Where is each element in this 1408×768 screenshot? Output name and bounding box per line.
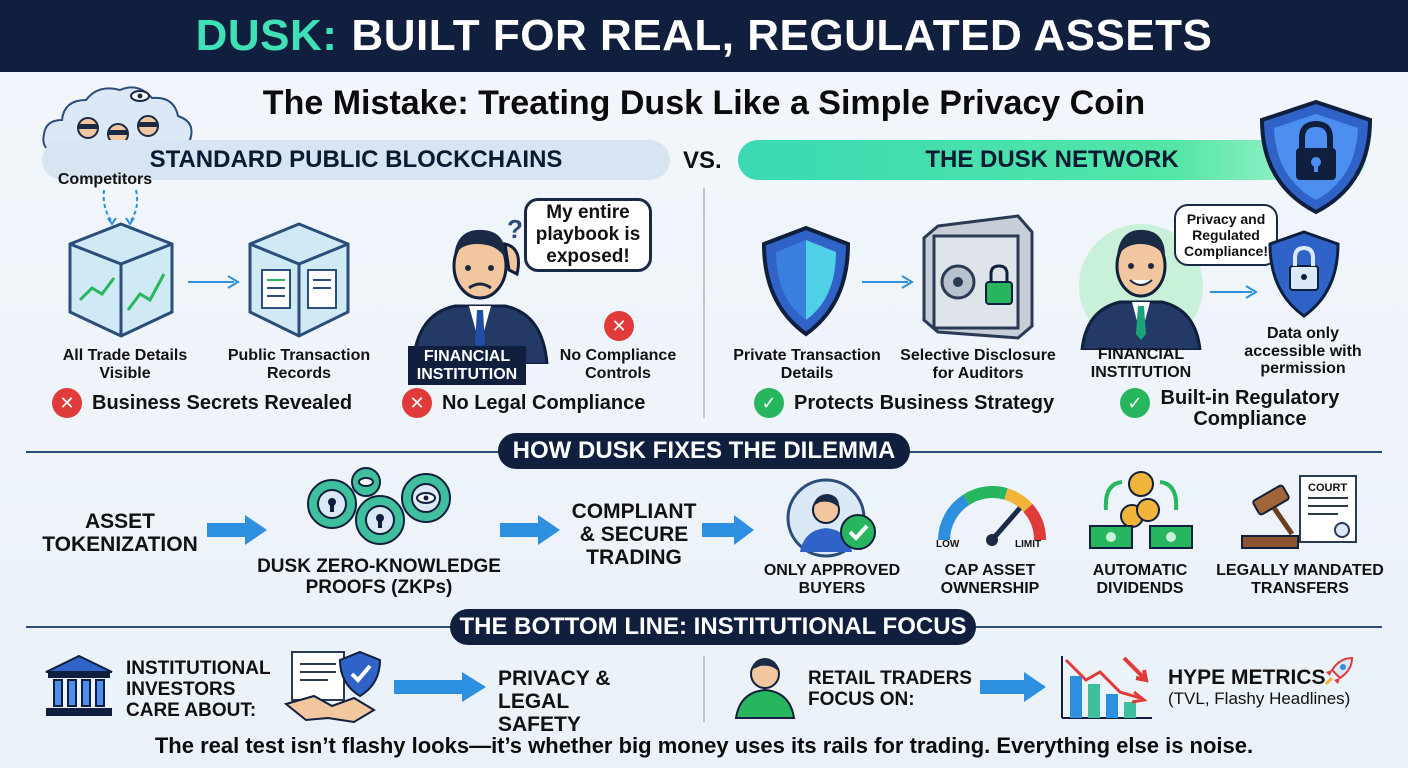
comparison-divider (703, 188, 705, 418)
hype-metrics-note: (TVL, Flashy Headlines) (1168, 689, 1351, 708)
right-speech-bubble: Privacy and Regulated Compliance! (1174, 204, 1278, 266)
right-status-1-text: Protects Business Strategy (794, 391, 1055, 414)
institutional-investors-label: INSTITUTIONAL INVESTORS CARE ABOUT: (126, 658, 271, 721)
retail-trader-icon (734, 658, 796, 719)
left-institution-label: FINANCIAL INSTITUTION (408, 346, 526, 386)
rocket-icon (1324, 656, 1354, 686)
arrow-right-icon (862, 275, 914, 289)
court-label: COURT (1308, 482, 1348, 494)
feature-approved-buyers: ONLY APPROVED BUYERS (763, 562, 901, 597)
approved-buyer-icon (786, 478, 876, 558)
zkp-label: DUSK ZERO-KNOWLEDGE PROOFS (ZKPs) (257, 556, 501, 598)
gauge-limit-label: LIMIT (1015, 539, 1042, 550)
right-institution-label: FINANCIAL INSTITUTION (1090, 346, 1192, 381)
records-cube-icon (248, 222, 350, 338)
check-icon: ✓ (1120, 388, 1150, 418)
dividends-icon (1089, 471, 1193, 549)
private-shield-icon (761, 225, 851, 337)
zkp-gears-icon (307, 467, 451, 545)
retail-traders-label: RETAIL TRADERS FOCUS ON: (808, 668, 972, 710)
right-item-2: Selective Disclosure for Auditors (900, 347, 1056, 382)
flow-arrow-icon (207, 515, 267, 545)
arrow-right-icon (188, 275, 240, 289)
flow-arrow-icon (980, 672, 1046, 702)
dashed-arrows (102, 189, 139, 226)
asset-tokenization-label: ASSET TOKENIZATION (42, 510, 198, 557)
transparent-cube-icon (68, 222, 174, 338)
feature-cap-ownership: CAP ASSET OWNERSHIP (940, 562, 1040, 597)
page-subtitle: The Mistake: Treating Dusk Like a Simple… (262, 84, 1146, 122)
happy-businessman-icon (1079, 224, 1203, 350)
feature-dividends: AUTOMATIC DIVIDENDS (1092, 562, 1188, 597)
x-icon: ✕ (402, 388, 432, 418)
check-icon: ✓ (754, 388, 784, 418)
x-icon: ✕ (52, 388, 82, 418)
header-brand: DUSK: (195, 11, 338, 60)
header-banner: DUSK: BUILT FOR REAL, REGULATED ASSETS (0, 0, 1408, 72)
right-status-2: ✓ Built-in Regulatory Compliance (1120, 388, 1340, 430)
gauge-icon (938, 486, 1047, 546)
bottom-section-title: THE BOTTOM LINE: INSTITUTIONAL FOCUS (450, 609, 976, 645)
standard-blockchains-title: STANDARD PUBLIC BLOCKCHAINS (149, 146, 563, 173)
shield-lock-icon (1259, 99, 1373, 215)
bank-icon (45, 654, 113, 716)
hype-metrics-text: HYPE METRICS (1168, 666, 1326, 689)
flow-arrow-icon (702, 515, 754, 545)
header-title: BUILT FOR REAL, REGULATED ASSETS (351, 11, 1213, 60)
no-compliance-controls: No Compliance Controls (559, 347, 677, 382)
handshake-document-icon (284, 650, 382, 724)
standard-blockchains-header: STANDARD PUBLIC BLOCKCHAINS (42, 140, 670, 180)
privacy-legal-safety-label: PRIVACY & LEGAL SAFETY (498, 667, 611, 737)
no-controls-x-icon: ✕ (604, 311, 634, 341)
left-status-1: ✕ Business Secrets Revealed (52, 388, 352, 418)
feature-mandated-transfers: LEGALLY MANDATED TRANSFERS (1216, 562, 1384, 597)
left-speech-bubble: My entire playbook is exposed! (524, 198, 652, 272)
compliant-trading-label: COMPLIANT & SECURE TRADING (571, 500, 697, 570)
left-item-1: All Trade Details Visible (62, 347, 188, 382)
left-status-2: ✕ No Legal Compliance (402, 388, 645, 418)
competitors-label: Competitors (57, 171, 153, 188)
versus-label: VS. (683, 147, 722, 174)
small-shield-lock-icon (1268, 230, 1340, 318)
bottom-divider-v (703, 656, 705, 722)
gauge-low-label: LOW (936, 539, 960, 550)
hype-metrics-label: HYPE METRICS (1168, 666, 1326, 689)
right-status-2-text: Built-in Regulatory Compliance (1160, 387, 1340, 430)
vault-lock-icon (922, 214, 1034, 340)
right-item-1: Private Transaction Details (733, 347, 881, 382)
right-status-1: ✓ Protects Business Strategy (754, 388, 1054, 418)
footer-statement: The real test isn’t flashy looks—it’s wh… (154, 733, 1254, 758)
dusk-network-title: THE DUSK NETWORK (925, 146, 1179, 173)
fixes-section-title: HOW DUSK FIXES THE DILEMMA (498, 433, 910, 469)
falling-chart-icon (1061, 656, 1152, 719)
left-item-2: Public Transaction Records (227, 347, 371, 382)
left-status-1-text: Business Secrets Revealed (92, 391, 353, 414)
dusk-network-header: THE DUSK NETWORK (738, 140, 1366, 180)
flow-arrow-icon (500, 515, 560, 545)
data-permission-note: Data only accessible with permission (1244, 325, 1362, 378)
court-gavel-icon (1241, 475, 1357, 549)
svg-text:?: ? (507, 214, 523, 244)
arrow-right-icon (1210, 285, 1258, 299)
left-status-2-text: No Legal Compliance (442, 391, 646, 414)
flow-arrow-icon (394, 672, 486, 702)
